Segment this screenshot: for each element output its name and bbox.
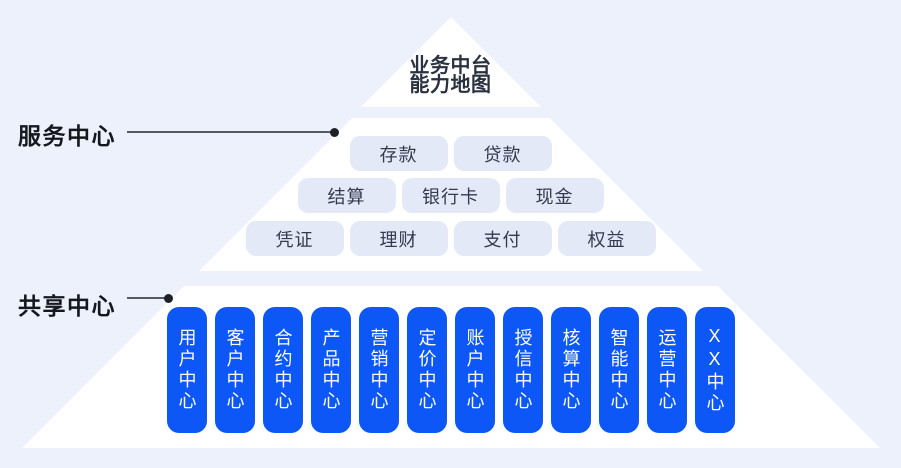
pyramid-bottom-segment (22, 286, 880, 448)
shared-center-pill: 智能中心 (598, 307, 639, 433)
service-pill: 贷款 (453, 136, 552, 171)
service-row-3: 凭证理财支付权益 (0, 221, 901, 256)
service-row-2: 结算银行卡现金 (0, 178, 901, 213)
label-service-center: 服务中心 (18, 123, 116, 149)
service-row-1: 存款贷款 (0, 136, 901, 171)
shared-center-pill: 合约中心 (262, 307, 303, 433)
service-pill: 权益 (557, 221, 656, 256)
pyramid-title: 业务中台 能力地图 (0, 55, 901, 96)
shared-center-pill: 营销中心 (358, 307, 399, 433)
label-shared-center: 共享中心 (18, 293, 116, 319)
shared-centers-row: 用户中心客户中心合约中心产品中心营销中心定价中心账户中心授信中心核算中心智能中心… (0, 307, 901, 433)
shared-center-pill: 授信中心 (502, 307, 543, 433)
shared-center-pill: 核算中心 (550, 307, 591, 433)
service-pill: 理财 (349, 221, 448, 256)
shared-center-pill: 产品中心 (310, 307, 351, 433)
shared-center-pill: 账户中心 (454, 307, 495, 433)
service-pill: 存款 (349, 136, 448, 171)
shared-center-pill: XX中心 (694, 307, 735, 433)
service-pill: 凭证 (245, 221, 344, 256)
service-connector-line (127, 131, 335, 133)
service-connector-dot (330, 128, 339, 137)
shared-connector-line (127, 297, 169, 299)
shared-center-pill: 用户中心 (166, 307, 207, 433)
shared-center-pill: 运营中心 (646, 307, 687, 433)
shared-center-pill: 定价中心 (406, 307, 447, 433)
shared-center-pill: 客户中心 (214, 307, 255, 433)
pyramid-title-line1: 业务中台 (409, 55, 492, 77)
pyramid-title-line2: 能力地图 (409, 74, 492, 96)
service-pill: 银行卡 (401, 178, 500, 213)
shared-connector-dot (164, 294, 173, 303)
service-pill: 支付 (453, 221, 552, 256)
service-pill: 结算 (297, 178, 396, 213)
service-pill: 现金 (505, 178, 604, 213)
